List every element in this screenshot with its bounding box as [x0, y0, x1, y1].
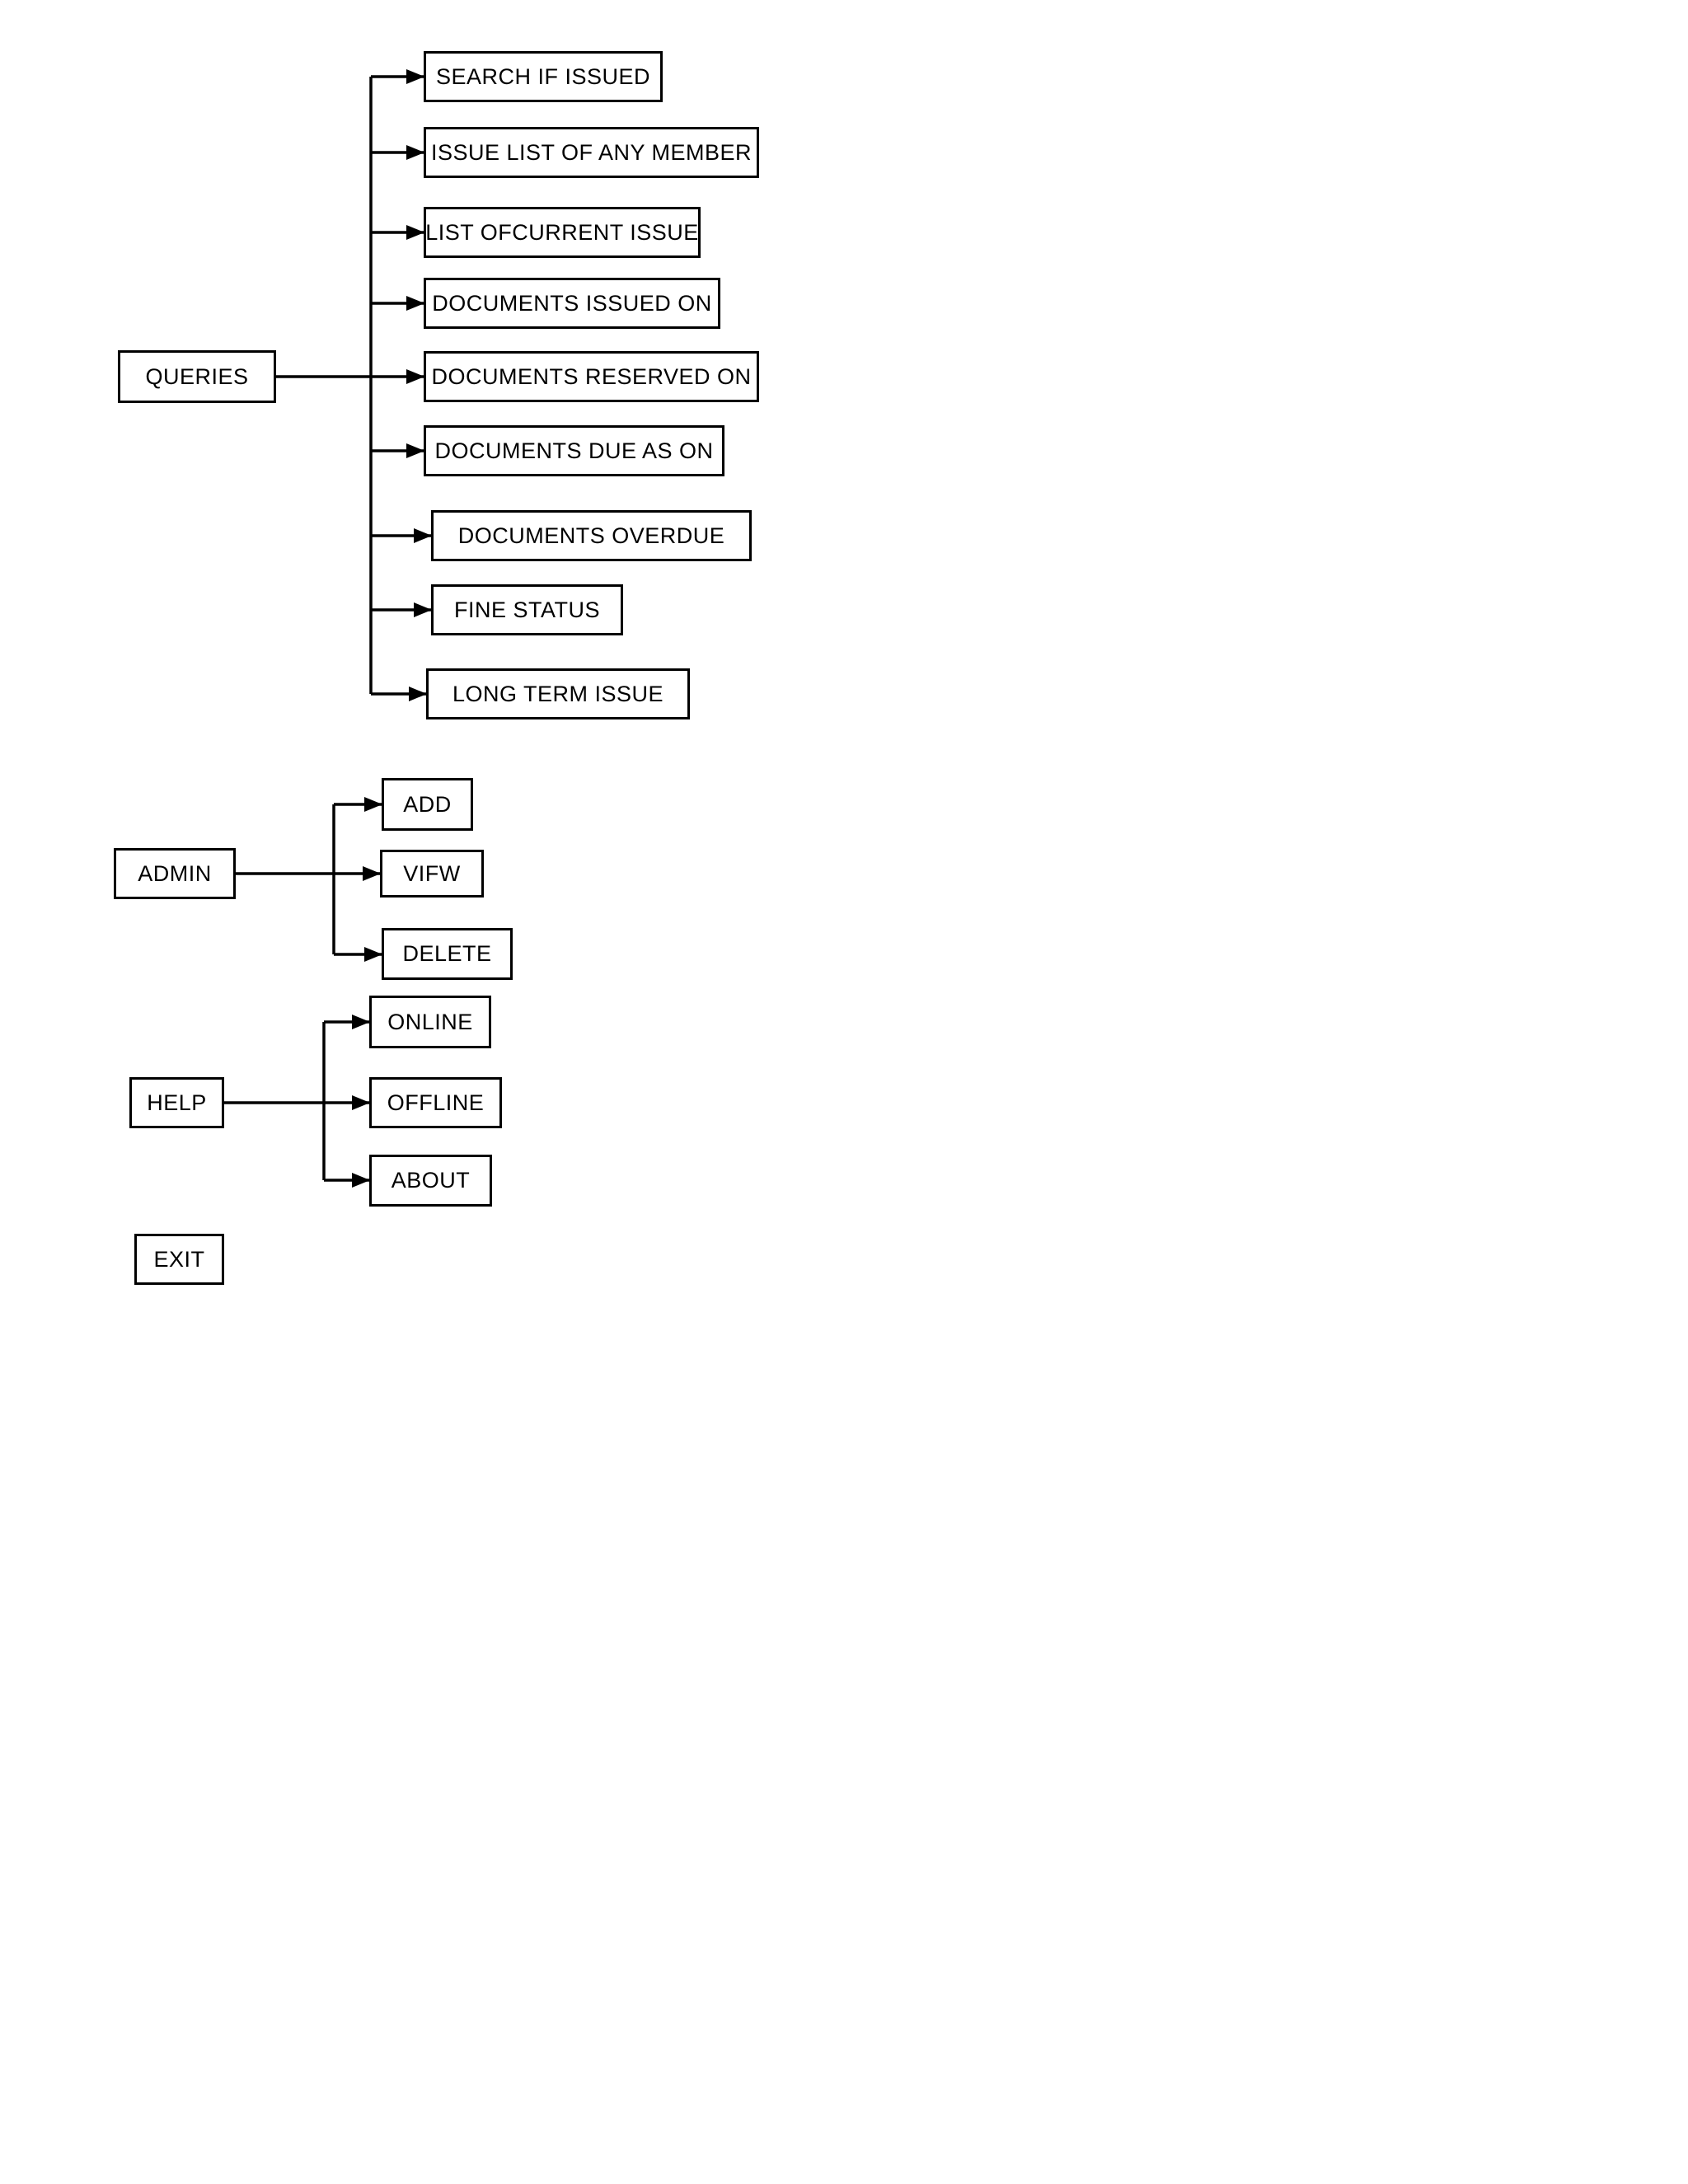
menu-item-search-if-issued: SEARCH IF ISSUED [424, 51, 663, 102]
menu-item-documents-due-as-on: DOCUMENTS DUE AS ON [424, 425, 724, 476]
menu-item-fine-status: FINE STATUS [431, 584, 623, 635]
menu-item-delete: DELETE [382, 928, 513, 980]
menu-item-add: ADD [382, 778, 473, 831]
menu-item-online: ONLINE [369, 996, 491, 1048]
menu-item-documents-overdue: DOCUMENTS OVERDUE [431, 510, 752, 561]
menu-group-help: HELP [129, 1077, 224, 1128]
menu-group-queries: QUERIES [118, 350, 276, 403]
menu-item-offline: OFFLINE [369, 1077, 502, 1128]
menu-item-long-term-issue: LONG TERM ISSUE [426, 668, 690, 719]
menu-group-admin: ADMIN [114, 848, 236, 899]
menu-group-exit: EXIT [134, 1234, 224, 1285]
menu-item-documents-reserved-on: DOCUMENTS RESERVED ON [424, 351, 759, 402]
menu-item-list-of-current-issue: LIST OFCURRENT ISSUE [424, 207, 701, 258]
menu-item-view: VIFW [380, 850, 484, 898]
menu-item-about: ABOUT [369, 1155, 492, 1207]
menu-item-issue-list-of-any-member: ISSUE LIST OF ANY MEMBER [424, 127, 759, 178]
menu-item-documents-issued-on: DOCUMENTS ISSUED ON [424, 278, 720, 329]
